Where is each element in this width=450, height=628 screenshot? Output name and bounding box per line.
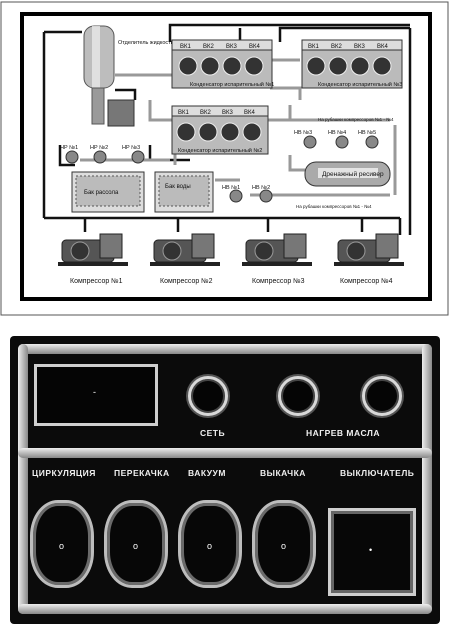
svg-text:ВК1: ВК1 bbox=[178, 110, 189, 116]
condenser-1-label: Конденсатор испарительный №1 bbox=[190, 81, 274, 88]
circulation-button[interactable]: o bbox=[30, 500, 94, 588]
pump-out-button[interactable]: o bbox=[252, 500, 316, 588]
schematic-border bbox=[20, 12, 432, 301]
to-jackets-top-label: На рубашки компрессоров №1 - №4 bbox=[318, 117, 394, 122]
power-label: СЕТЬ bbox=[200, 428, 226, 438]
svg-text:ВК2: ВК2 bbox=[203, 44, 214, 50]
svg-text:НВ №1: НВ №1 bbox=[222, 185, 240, 191]
svg-text:ВК4: ВК4 bbox=[377, 44, 388, 50]
svg-text:Дренажный ресивер: Дренажный ресивер bbox=[322, 170, 384, 178]
filter-block bbox=[107, 99, 135, 127]
svg-text:ВК1: ВК1 bbox=[308, 44, 319, 50]
svg-text:ВК2: ВК2 bbox=[200, 110, 211, 116]
transfer-button[interactable]: o bbox=[104, 500, 168, 588]
condenser-3: ВК1 ВК2 ВК3 ВК4 Конденсатор испарительны… bbox=[301, 39, 403, 89]
svg-text:НР №2: НР №2 bbox=[90, 145, 108, 151]
svg-text:Компрессор №2: Компрессор №2 bbox=[160, 278, 213, 285]
svg-text:ВК3: ВК3 bbox=[354, 44, 365, 50]
separator-label: Отделитель жидкости bbox=[118, 40, 174, 46]
vacuum-button[interactable]: o bbox=[178, 500, 242, 588]
right-rail bbox=[422, 344, 432, 614]
liquid-separator: Отделитель жидкости bbox=[83, 25, 174, 125]
oil-heat-indicator-1[interactable] bbox=[278, 376, 318, 416]
refrigeration-schematic: Отделитель жидкости ВК1 ВК2 ВК3 ВК4 Конд… bbox=[0, 1, 449, 316]
svg-text:ВК3: ВК3 bbox=[222, 110, 233, 116]
svg-text:Компрессор №4: Компрессор №4 bbox=[340, 278, 393, 285]
control-panel: - СЕТЬ НАГРЕВ МАСЛА ЦИРКУЛЯЦИЯ ПЕРЕКАЧКА… bbox=[10, 336, 440, 624]
svg-text:НВ №4: НВ №4 bbox=[328, 130, 346, 136]
water-tank: Бак воды bbox=[154, 171, 214, 213]
drain-receiver: Дренажный ресивер bbox=[304, 161, 391, 187]
svg-text:ВК4: ВК4 bbox=[244, 110, 255, 116]
svg-text:НВ №5: НВ №5 bbox=[358, 130, 376, 136]
svg-text:ВК4: ВК4 bbox=[249, 44, 260, 50]
grey-pipes bbox=[80, 58, 397, 197]
power-indicator[interactable] bbox=[188, 376, 228, 416]
vacuum-label: ВАКУУМ bbox=[188, 468, 226, 478]
main-switch[interactable]: • bbox=[328, 508, 416, 596]
pipes bbox=[42, 23, 412, 235]
brine-tank: Бак рассола bbox=[71, 171, 145, 213]
circulation-label: ЦИРКУЛЯЦИЯ bbox=[32, 468, 96, 478]
svg-text:НР №3: НР №3 bbox=[122, 145, 140, 151]
top-rail bbox=[18, 344, 432, 354]
middle-rail bbox=[18, 448, 432, 458]
transfer-label: ПЕРЕКАЧКА bbox=[114, 468, 170, 478]
compressor-4 bbox=[337, 233, 399, 263]
svg-text:ВК2: ВК2 bbox=[331, 44, 342, 50]
to-jackets-bottom-label: На рубашки компрессоров №1 - №4 bbox=[296, 204, 372, 209]
svg-text:Бак рассола: Бак рассола bbox=[84, 190, 119, 196]
oil-heat-indicator-2[interactable] bbox=[362, 376, 402, 416]
left-rail bbox=[18, 344, 28, 614]
svg-text:НР №1: НР №1 bbox=[60, 145, 78, 151]
bottom-rail bbox=[18, 604, 432, 614]
svg-text:Компрессор №1: Компрессор №1 bbox=[70, 278, 123, 285]
compressor-1 bbox=[61, 233, 123, 263]
compressor-3 bbox=[245, 233, 307, 263]
hp-pumps: НР №1 НР №2 НР №3 bbox=[60, 145, 145, 164]
compressors: Компрессор №1 Компрессор №2 Компрессор №… bbox=[58, 233, 404, 285]
svg-text:ВК1: ВК1 bbox=[180, 44, 191, 50]
svg-text:НВ №2: НВ №2 bbox=[252, 185, 270, 191]
svg-text:ВК3: ВК3 bbox=[226, 44, 237, 50]
condenser-3-label: Конденсатор испарительный №3 bbox=[318, 81, 402, 88]
condenser-2-label: Конденсатор испарительный №2 bbox=[178, 147, 262, 154]
hv-pumps: НВ №1 НВ №2 НВ №3 НВ №4 НВ №5 bbox=[222, 130, 379, 203]
svg-text:НВ №3: НВ №3 bbox=[294, 130, 312, 136]
display-screen: - bbox=[34, 364, 158, 426]
condenser-1: ВК1 ВК2 ВК3 ВК4 Конденсатор испарительны… bbox=[171, 39, 274, 89]
oil-heat-label: НАГРЕВ МАСЛА bbox=[306, 428, 380, 438]
svg-text:Компрессор №3: Компрессор №3 bbox=[252, 278, 305, 285]
svg-text:Бак воды: Бак воды bbox=[165, 184, 191, 190]
compressor-2 bbox=[153, 233, 215, 263]
switch-label: ВЫКЛЮЧАТЕЛЬ bbox=[340, 468, 415, 478]
condenser-2: ВК1 ВК2 ВК3 ВК4 Конденсатор испарительны… bbox=[171, 105, 269, 155]
pump-out-label: ВЫКАЧКА bbox=[260, 468, 306, 478]
